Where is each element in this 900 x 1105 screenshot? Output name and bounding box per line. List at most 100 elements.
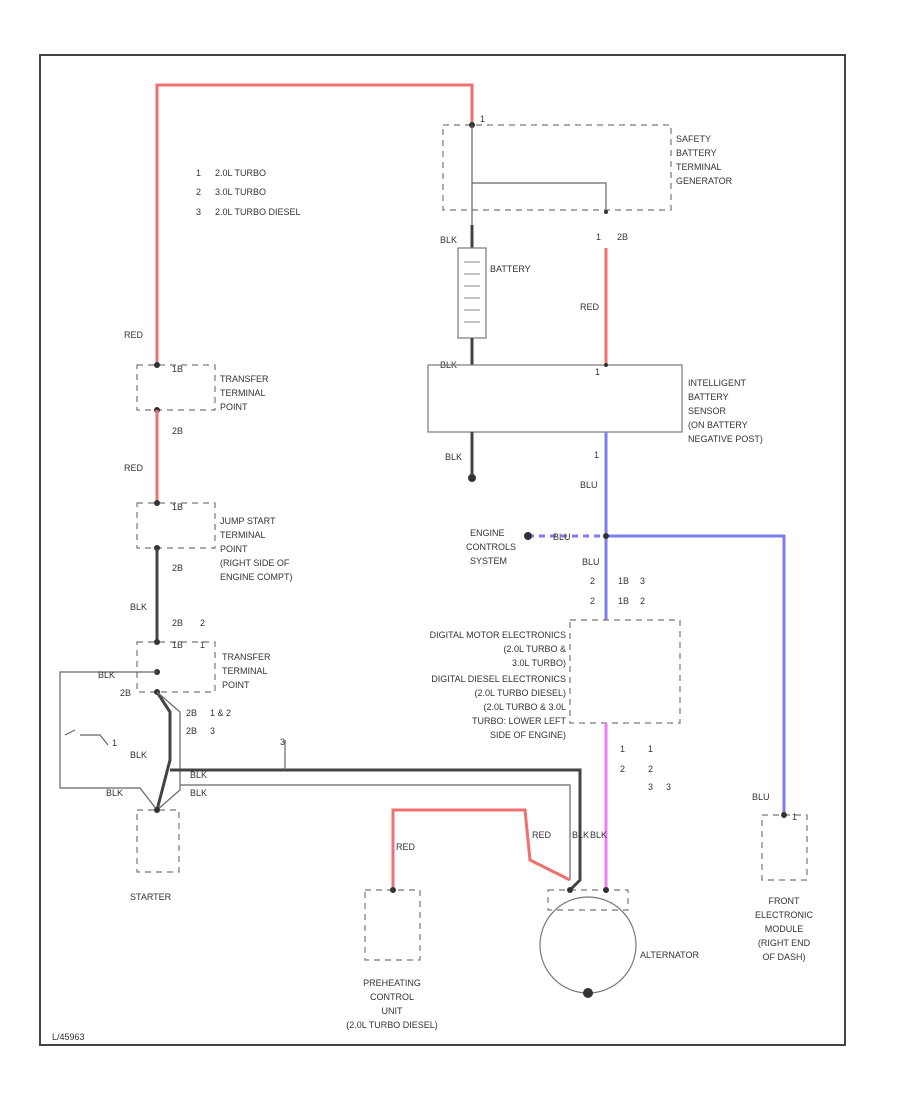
jump-start-pin: 1B — [172, 502, 183, 512]
dme-label-3: 3.0L TURBO) — [512, 658, 566, 668]
dme-bottom-pin-3: 3 — [648, 782, 653, 792]
wire-label-blu-junction: BLU — [553, 532, 571, 542]
dme-label-6: (2.0L TURBO & 3.0L — [483, 702, 566, 712]
legend-text-1: 2.0L TURBO — [215, 168, 266, 178]
front-module-node — [781, 812, 787, 818]
battery-label: BATTERY — [490, 264, 531, 274]
jump-start-label-5: ENGINE COMPT) — [220, 572, 293, 582]
safety-battery-box — [442, 124, 672, 211]
blk-alt-bus-2 — [180, 784, 571, 880]
alternator-label: ALTERNATOR — [640, 950, 700, 960]
alt-node-2 — [603, 887, 609, 893]
tb-pin-2: 2 — [200, 618, 205, 628]
blu-junction-node — [603, 533, 609, 539]
wire-label-blu-front: BLU — [752, 792, 770, 802]
alternator-housing — [547, 889, 629, 911]
transfer-bottom-label-3: POINT — [222, 680, 250, 690]
engine-controls-label-2: CONTROLS — [466, 542, 516, 552]
legend-num-1: 1 — [196, 168, 201, 178]
sbtg-branch — [472, 182, 607, 212]
legend-text-3: 2.0L TURBO DIESEL — [215, 207, 301, 217]
engine-controls-label-3: SYSTEM — [470, 556, 507, 566]
preheating-label-4: (2.0L TURBO DIESEL) — [346, 1020, 438, 1030]
dme-label-4: DIGITAL DIESEL ELECTRONICS — [431, 674, 566, 684]
tb-pin-2b: 2B — [172, 618, 183, 628]
blk-starter-wire-2 — [156, 691, 181, 811]
blk-loop-wire — [59, 671, 158, 811]
wire-label-blk-c: BLK — [130, 750, 147, 760]
front-module-pin: 1 — [792, 812, 797, 822]
engine-controls-label-1: ENGINE — [470, 528, 505, 538]
legend-num-3: 3 — [196, 207, 201, 217]
front-module-box — [761, 814, 808, 881]
preheating-label-2: CONTROL — [370, 992, 414, 1002]
jump-start-label-1: JUMP START — [220, 516, 276, 526]
transfer-terminal-top-box — [136, 364, 216, 411]
ibs-label-1: INTELLIGENT — [688, 378, 747, 388]
front-module-label-3: MODULE — [765, 924, 804, 934]
alternator-body — [539, 896, 637, 994]
dme-pin-1b: 1B — [618, 576, 629, 586]
ibs-label-3: SENSOR — [688, 406, 727, 416]
safety-battery-label-4: GENERATOR — [676, 176, 733, 186]
bus-tap-pin: 3 — [280, 737, 285, 747]
legend: 1 2.0L TURBO 2 3.0L TURBO 3 2.0L TURBO D… — [196, 168, 301, 217]
st-3: 3 — [210, 726, 215, 736]
dme-box — [569, 619, 681, 724]
wire-label-blu-ibs: BLU — [580, 480, 598, 490]
wire-label-red-alt: RED — [532, 830, 552, 840]
dme-pin-2a: 2 — [590, 576, 595, 586]
intelligent-battery-sensor — [427, 364, 683, 433]
diagram-frame — [39, 54, 846, 1046]
red-preheat-wire — [391, 808, 571, 890]
loop-switch — [80, 734, 109, 746]
safety-battery-label-1: SAFETY — [676, 134, 711, 144]
ibs-pin: 1 — [595, 367, 600, 377]
st-1-2: 1 & 2 — [210, 708, 231, 718]
battery: BATTERY BLK BLK — [440, 225, 531, 370]
wire-label-blk-alt-1: BLK — [572, 830, 589, 840]
ibs-label-2: BATTERY — [688, 392, 729, 402]
st-2b-b: 2B — [186, 726, 197, 736]
transfer-top-2b: 2B — [172, 426, 183, 436]
jump-start-node-1 — [154, 500, 160, 506]
ground-node — [468, 474, 476, 482]
jump-start-box — [136, 502, 216, 549]
transfer-top-node-1 — [154, 362, 160, 368]
transfer-bottom-node-1 — [154, 639, 160, 645]
jump-start-label-4: (RIGHT SIDE OF — [220, 558, 290, 568]
ibs-top-node — [604, 363, 608, 367]
wire-label-blk-left: BLK — [130, 602, 147, 612]
preheating-label-1: PREHEATING — [363, 978, 421, 988]
front-module-label-5: OF DASH) — [762, 952, 805, 962]
transfer-bottom-label-1: TRANSFER — [222, 652, 271, 662]
preheating-node — [390, 887, 396, 893]
transfer-terminal-bottom-box — [136, 641, 216, 693]
dme-pin-1b-2: 1B — [618, 596, 629, 606]
starter-box — [136, 809, 180, 873]
sbtg-pin-1: 1 — [596, 232, 601, 242]
transfer-bottom-label-2: TERMINAL — [222, 666, 268, 676]
sbtg-pin-2: 2B — [617, 232, 628, 242]
preheating-box — [364, 889, 421, 961]
legend-num-2: 2 — [196, 187, 201, 197]
jump-start-label-3: POINT — [220, 544, 248, 554]
wire-label-blk-d: BLK — [190, 770, 207, 780]
tb-pin-1b: 1B — [172, 640, 183, 650]
dme-bottom-pin-2: 2 — [620, 764, 625, 774]
ibs-blu-pin: 1 — [594, 450, 599, 460]
wire-label-blk-ibs: BLK — [445, 452, 462, 462]
wire-label-red-right: RED — [580, 302, 600, 312]
dme-label-7: TURBO: LOWER LEFT — [472, 716, 567, 726]
legend-text-2: 3.0L TURBO — [215, 187, 266, 197]
dme-label-2: (2.0L TURBO & — [503, 644, 566, 654]
blu-to-front-module — [606, 534, 786, 815]
blk-alt-bus — [170, 768, 582, 892]
safety-battery-label-3: TERMINAL — [676, 162, 722, 172]
st-2b: 2B — [186, 708, 197, 718]
wire-label-red-left-1: RED — [124, 330, 144, 340]
preheating-label-3: UNIT — [382, 1006, 403, 1016]
ibs-label-4: (ON BATTERY — [688, 420, 748, 430]
starter-label: STARTER — [130, 892, 172, 902]
